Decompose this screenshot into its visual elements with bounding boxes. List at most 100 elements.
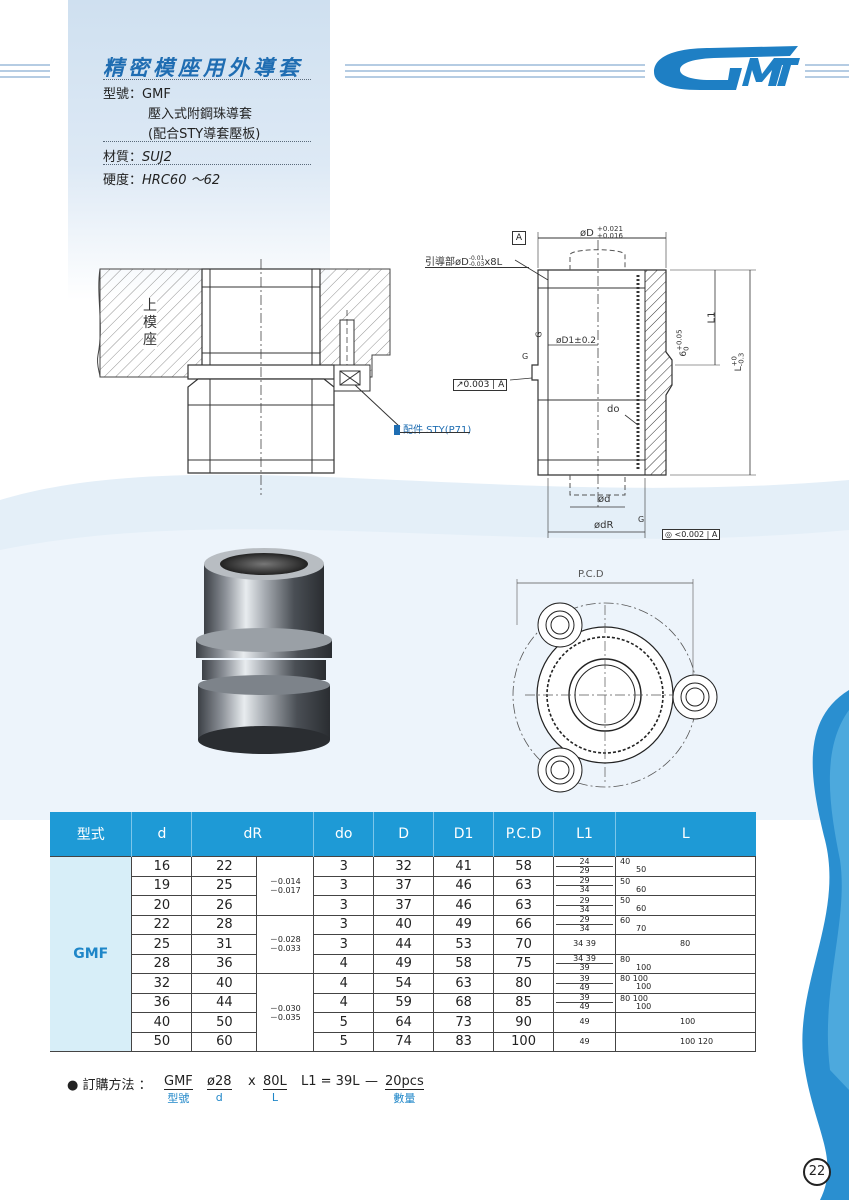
page-title: 精密模座用外導套	[103, 56, 303, 80]
header-D: D	[373, 812, 435, 857]
cell-pcd: 66	[493, 914, 555, 935]
l-label: L+0-0.3	[730, 352, 746, 372]
roundness-frame: ◎ <0.002 | A	[662, 529, 721, 540]
cell-do: 3	[313, 875, 375, 896]
l1-label: L1	[706, 311, 718, 324]
cell-do: 3	[313, 856, 375, 877]
l-value: 50	[620, 896, 631, 906]
model-value: GMF	[142, 87, 171, 102]
cell-D1: 63	[433, 973, 495, 994]
cell-D: 37	[373, 895, 435, 916]
material-line: 材質：SUJ2	[103, 150, 172, 165]
material-label: 材質	[103, 150, 130, 165]
cell-dr: 28	[191, 914, 258, 935]
header-panel	[68, 0, 330, 300]
product-photo	[196, 548, 332, 754]
l-value: 80	[680, 939, 691, 949]
cell-dr: 44	[191, 992, 258, 1013]
l1-value: 29	[556, 877, 613, 887]
cell-dr-tolerance: －0.030－0.035	[256, 973, 315, 1052]
cell-D: 49	[373, 953, 435, 974]
cell-D1: 58	[433, 953, 495, 974]
cell-l1: 49	[553, 1012, 616, 1033]
cell-dr: 31	[191, 934, 258, 955]
cell-do: 4	[313, 992, 375, 1013]
part-callout-underline	[400, 432, 470, 433]
cell-D: 74	[373, 1031, 435, 1052]
tolerance-lower: －0.017	[269, 885, 301, 895]
l1-value: 34	[579, 885, 590, 895]
page-number: 22	[803, 1158, 831, 1186]
l1-value: 34 39	[573, 939, 596, 949]
do-label: do	[607, 404, 620, 415]
l1-value: 34	[579, 924, 590, 934]
cell-l: 80	[615, 934, 756, 955]
model-line: 型號：GMF	[103, 87, 171, 102]
l1-value: 29	[556, 896, 613, 906]
l-value: 40	[620, 857, 631, 867]
cell-l: 40 50	[615, 856, 756, 877]
l1-value: 39	[579, 963, 590, 973]
cell-dr: 36	[191, 953, 258, 974]
cell-D1: 53	[433, 934, 495, 955]
tolerance-lower: －0.035	[269, 1012, 301, 1022]
l-value: 60	[636, 884, 647, 894]
cell-D1: 68	[433, 992, 495, 1013]
cell-pcd: 63	[493, 875, 555, 896]
order-label: ● 訂購方法 ：	[67, 1078, 152, 1093]
l-value: 60	[620, 915, 631, 925]
l-value: 80 100	[620, 993, 648, 1003]
cell-D1: 73	[433, 1012, 495, 1033]
series-cell: GMF	[50, 856, 133, 1052]
assembly-section-drawing	[96, 259, 401, 495]
header-dr: dR	[191, 812, 315, 857]
d-label: ød	[598, 494, 611, 505]
cell-d: 40	[131, 1012, 193, 1033]
cell-do: 4	[313, 953, 375, 974]
hardness-label: 硬度	[103, 173, 130, 188]
cell-d: 25	[131, 934, 193, 955]
l1-value: 49	[579, 1017, 590, 1027]
cell-D1: 83	[433, 1031, 495, 1052]
tolerance-upper: －0.030	[269, 1003, 301, 1013]
cell-l: 100	[615, 1012, 756, 1033]
l-value: 50	[636, 865, 647, 875]
cell-do: 3	[313, 934, 375, 955]
cell-dr: 22	[191, 856, 258, 877]
cell-l: 100 120	[615, 1031, 756, 1052]
cell-D: 64	[373, 1012, 435, 1033]
tolerance-lower: －0.033	[269, 944, 301, 954]
d1-dimension: øD1±0.2	[556, 336, 597, 346]
cell-d: 32	[131, 973, 193, 994]
cell-D: 32	[373, 856, 435, 877]
header-stripe-middle	[345, 64, 645, 78]
material-value: SUJ2	[142, 150, 172, 165]
gmt-logo	[654, 46, 800, 90]
upper-die-label: 上 模 座	[143, 298, 157, 349]
header-stripe-right	[805, 64, 849, 78]
pcd-label: P.C.D	[578, 569, 604, 580]
cell-l1: 34 39	[553, 934, 616, 955]
part-callout: 配件 STY(P71)	[394, 421, 471, 436]
cell-dr: 60	[191, 1031, 258, 1052]
cell-D: 40	[373, 914, 435, 935]
l-value: 50	[620, 876, 631, 886]
dimension-drawing	[509, 232, 756, 538]
cell-d: 50	[131, 1031, 193, 1052]
datum-a-box: A	[512, 231, 526, 245]
l1-value: 39	[556, 974, 613, 984]
